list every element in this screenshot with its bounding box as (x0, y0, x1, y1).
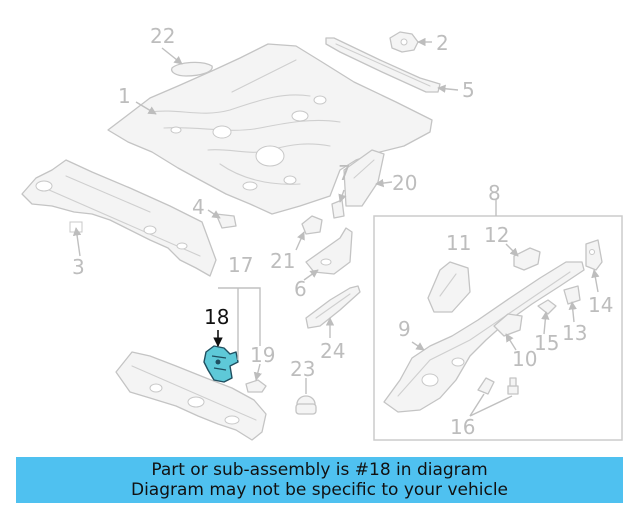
part-6-gusset (305, 227, 353, 275)
callout-23: 23 (290, 357, 315, 381)
part-9-side-rail (383, 261, 585, 413)
group-8-frame (373, 215, 623, 441)
part-19-bracket (245, 379, 267, 393)
leader-lines (72, 37, 600, 417)
part-3-crossmember (21, 159, 217, 277)
part-15-bracket (537, 299, 557, 315)
part-24-rail (305, 285, 361, 329)
part-7-bracket (331, 199, 345, 219)
part-23-bushing (295, 395, 317, 415)
part-12-bracket (513, 247, 541, 271)
callout-21: 21 (270, 249, 295, 273)
callout-5: 5 (462, 78, 475, 102)
callout-16: 16 (450, 415, 475, 439)
callout-6: 6 (294, 277, 307, 301)
part-11-panel (427, 261, 471, 313)
info-banner: Part or sub-assembly is #18 in diagram D… (16, 457, 623, 503)
callout-12: 12 (484, 223, 509, 247)
part-2-bracket (389, 31, 419, 53)
part-13-bracket (563, 285, 581, 305)
part-18-highlighted (203, 345, 239, 383)
part-4-bracket (215, 213, 237, 229)
callout-4: 4 (192, 195, 205, 219)
callout-7: 7 (338, 161, 351, 185)
part-21-bracket (301, 215, 323, 235)
callout-3: 3 (72, 255, 85, 279)
callout-20: 20 (392, 171, 417, 195)
callout-1: 1 (118, 84, 131, 108)
part-14-plate (585, 239, 603, 271)
callout-8: 8 (488, 181, 501, 205)
part-1-rear-floor-pan (107, 43, 433, 215)
callout-labels: 22 2 1 5 7 20 4 8 3 11 12 17 21 6 14 9 1… (72, 24, 613, 439)
callout-15: 15 (534, 331, 559, 355)
callout-9: 9 (398, 317, 411, 341)
callout-2: 2 (436, 31, 449, 55)
callout-10: 10 (512, 347, 537, 371)
banner-line-1: Part or sub-assembly is #18 in diagram (151, 460, 488, 480)
callout-22: 22 (150, 24, 175, 48)
part-10-bracket (493, 313, 523, 337)
callout-14: 14 (588, 293, 613, 317)
callout-13: 13 (562, 321, 587, 345)
callout-24: 24 (320, 339, 345, 363)
part-22-plate (170, 61, 213, 77)
part-17-crossmember (115, 351, 267, 441)
part-16-fasteners (477, 377, 519, 395)
banner-line-2: Diagram may not be specific to your vehi… (130, 480, 508, 500)
callout-18: 18 (204, 305, 229, 329)
callout-17: 17 (228, 253, 253, 277)
callout-11: 11 (446, 231, 471, 255)
callout-19: 19 (250, 343, 275, 367)
